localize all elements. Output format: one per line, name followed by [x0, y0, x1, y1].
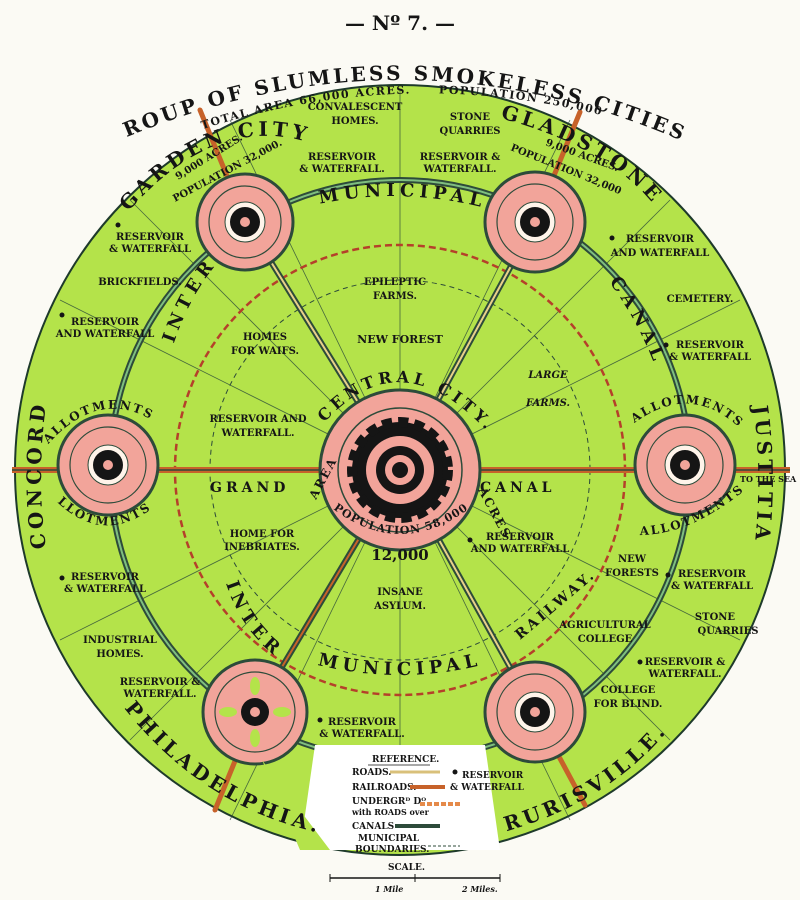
svg-text:RESERVOIR& WATERFALL: RESERVOIR& WATERFALL [671, 569, 753, 592]
svg-text:RESERVOIR& WATERFALL: RESERVOIR& WATERFALL [109, 232, 191, 255]
svg-text:RESERVOIR& WATERFALL.: RESERVOIR& WATERFALL. [319, 717, 405, 740]
label-grand: GRAND [210, 480, 289, 496]
legend-municipal: MUNICIPAL [358, 834, 420, 844]
legend-reservoir-2: & WATERFALL [450, 783, 524, 793]
legend-scale: SCALE. [388, 863, 425, 873]
legend-title: REFERENCE. [372, 755, 439, 765]
svg-text:RESERVOIR& WATERFALL: RESERVOIR& WATERFALL [669, 340, 751, 363]
legend-roads: ROADS. [352, 768, 391, 778]
legend-wedge [300, 745, 500, 850]
legend-underground: UNDERGRᴰ Dᴼ [352, 797, 426, 807]
legend-railroads: RAILROADS. [352, 783, 416, 793]
legend-with-roads: with ROADS over [351, 807, 430, 817]
label-acres-num: 12,000 [371, 546, 428, 564]
svg-text:RESERVOIR &WATERFALL.: RESERVOIR &WATERFALL. [645, 657, 726, 680]
label-to-the-sea: TO THE SEA [740, 474, 797, 484]
satellite-justitia [633, 413, 737, 517]
svg-text:RESERVOIR& WATERFALL: RESERVOIR& WATERFALL [64, 572, 146, 595]
label-canal-center: CANAL [480, 480, 556, 496]
legend-scale-1mile: 1 Mile [375, 884, 403, 894]
svg-text:BRICKFIELDS.: BRICKFIELDS. [98, 277, 182, 288]
legend-boundaries: BOUNDARIES. [355, 845, 429, 855]
satellite-gladstone [483, 170, 587, 274]
svg-text:RESERVOIR &WATERFALL.: RESERVOIR &WATERFALL. [420, 152, 501, 175]
legend-scale-2miles: 2 Miles. [461, 884, 498, 894]
plate-number: — Nº 7. — [345, 11, 455, 35]
svg-text:NEW FOREST: NEW FOREST [357, 333, 443, 346]
satellite-philadelphia [201, 658, 309, 766]
wedge-left [262, 760, 330, 850]
label-concord: CONCORD [22, 400, 51, 551]
reservoir-dots [59, 222, 671, 775]
legend-canals: CANALS [352, 822, 394, 832]
satellite-concord [56, 413, 160, 517]
legend: REFERENCE. ROADS. RAILROADS. UNDERGRᴰ Dᴼ… [329, 755, 524, 894]
satellite-rurisville [483, 660, 587, 764]
legend-reservoir-1: RESERVOIR [462, 771, 524, 781]
satellite-garden-city [195, 172, 295, 272]
svg-text:CEMETERY.: CEMETERY. [667, 294, 734, 305]
svg-text:RESERVOIR &WATERFALL.: RESERVOIR &WATERFALL. [120, 677, 201, 700]
svg-text:RESERVOIR& WATERFALL: RESERVOIR & WATERFALL [450, 771, 524, 793]
central-city [318, 388, 482, 552]
svg-text:RESERVOIR& WATERFALL.: RESERVOIR& WATERFALL. [299, 152, 385, 175]
